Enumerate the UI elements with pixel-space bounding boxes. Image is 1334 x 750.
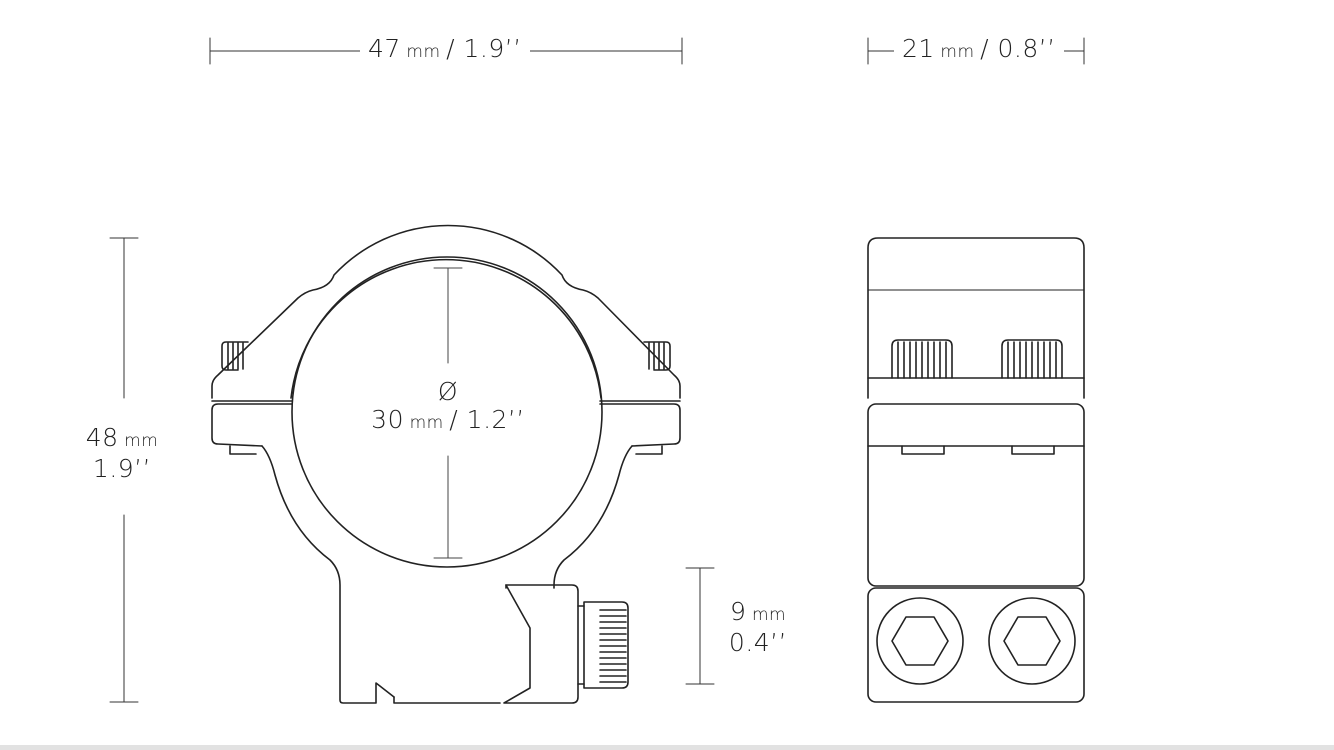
diameter-symbol: Ø [437,377,459,406]
width-dimension-label: 47 mm / 1.9’’ [360,34,530,67]
bore-dimension-label: Ø 30 mm / 1.2’’ [348,378,548,437]
side-screw-left [891,339,953,379]
right-cap-screw [643,341,671,371]
height-dimension-label: 48 mm 1.9’’ [76,424,168,483]
height-dimension-lines [109,237,139,703]
hex-bolt-right [988,597,1076,685]
depth-value: 21 [902,34,935,63]
side-middle-body [867,403,1085,587]
bore-imperial: / 1.2’’ [449,405,525,434]
side-top-cap [867,237,1085,399]
lower-body [261,445,395,704]
width-unit: mm [406,42,441,62]
right-clamp-pad [599,403,681,447]
depth-imperial: / 0.8’’ [980,34,1056,63]
left-clamp-pad [211,403,293,447]
bore-value: 30 [371,405,404,434]
height-unit: mm [124,431,159,451]
ring-front-view [211,224,681,704]
hex-bolt-left [876,597,964,685]
depth-dimension-label: 21 mm / 0.8’’ [894,34,1064,67]
bore-dimension-lines [433,267,463,559]
bottom-divider [0,745,1334,750]
width-imperial: / 1.9’’ [446,34,522,63]
base-imperial: 0.4’’ [728,628,788,657]
base-dimension-lines [685,567,715,685]
side-screw-right [1001,339,1063,379]
height-imperial: 1.9’’ [92,454,152,483]
lower-body-right [553,445,633,589]
bore-circle [291,256,603,568]
upper-cap [211,224,681,399]
depth-unit: mm [940,42,975,62]
base-value: 9 [729,597,747,626]
height-value: 48 [85,423,119,452]
clamp-knob [577,601,629,689]
side-base [867,587,1085,703]
bore-unit: mm [409,413,444,433]
width-value: 47 [368,34,401,63]
clamp-block [503,584,579,704]
ring-side-view [867,237,1085,703]
base-dimension-label: 9 mm 0.4’’ [716,598,800,657]
left-cap-screw [221,341,249,371]
base-unit: mm [751,605,787,625]
